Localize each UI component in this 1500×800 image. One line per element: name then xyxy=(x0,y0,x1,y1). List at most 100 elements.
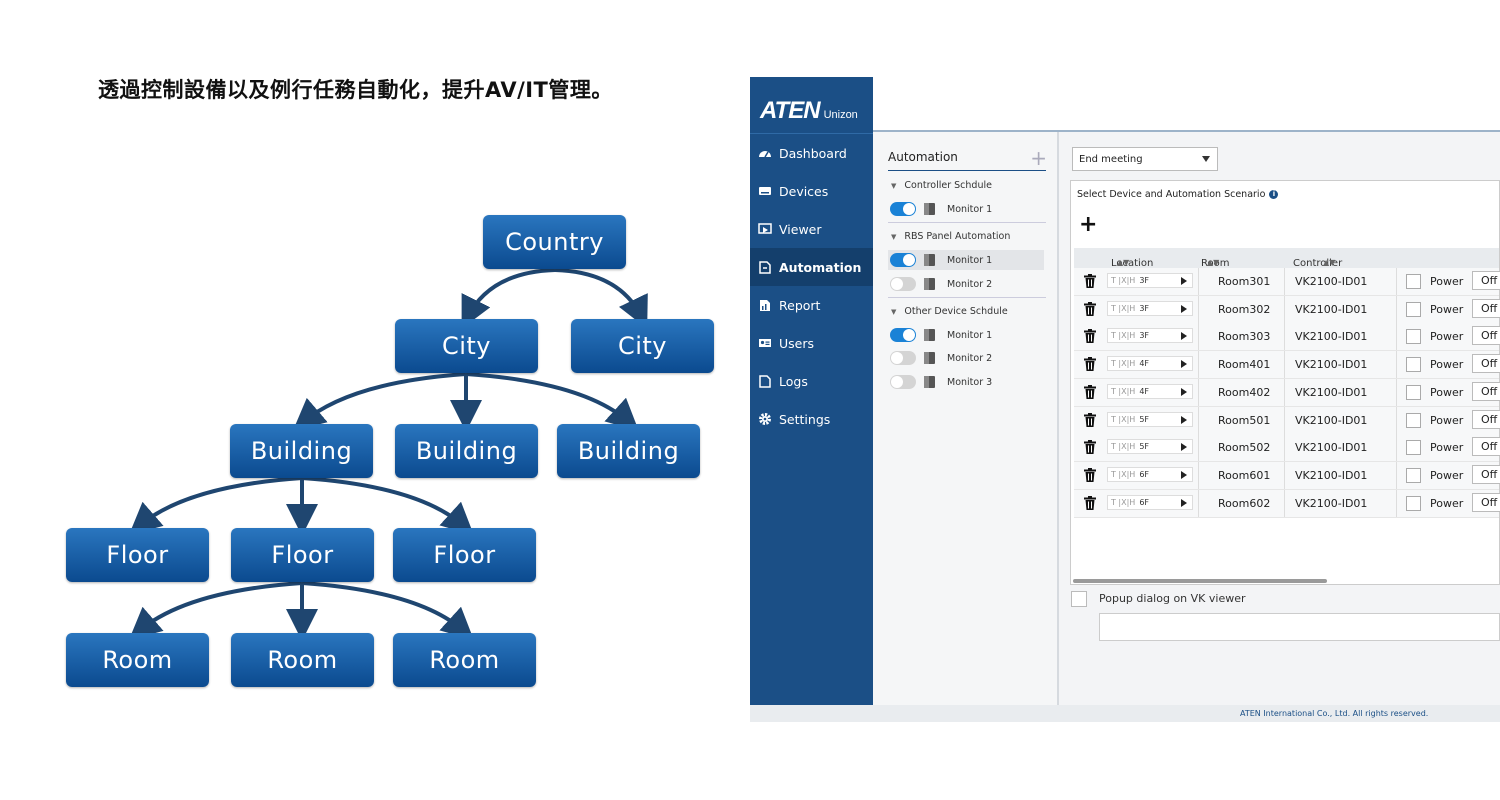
column-divider xyxy=(1284,461,1285,489)
column-divider xyxy=(1198,351,1199,379)
toggle-switch[interactable] xyxy=(890,351,916,365)
state-select[interactable]: Off xyxy=(1472,326,1500,346)
list-item[interactable]: Monitor 2 xyxy=(888,274,1044,294)
room-cell: Room302 xyxy=(1218,302,1271,316)
trash-icon[interactable] xyxy=(1084,384,1096,399)
trash-icon[interactable] xyxy=(1084,329,1096,344)
state-select[interactable]: Off xyxy=(1472,409,1500,429)
sidebar-item-report[interactable]: Report xyxy=(750,286,873,324)
toggle-switch[interactable] xyxy=(890,328,916,342)
popup-dialog-label: Popup dialog on VK viewer xyxy=(1099,592,1246,605)
scenario-select[interactable]: End meeting xyxy=(1072,147,1218,171)
state-select[interactable]: Off xyxy=(1472,271,1500,290)
viewer-icon xyxy=(758,222,772,236)
trash-icon[interactable] xyxy=(1084,440,1096,455)
state-select[interactable]: Off xyxy=(1472,298,1500,318)
state-select[interactable]: Off xyxy=(1472,464,1500,484)
sidebar-item-automation[interactable]: Automation xyxy=(750,248,873,286)
trash-icon[interactable] xyxy=(1084,412,1096,427)
location-prefix: T |X|H xyxy=(1111,386,1136,396)
column-divider xyxy=(1396,351,1397,379)
chevron-down-icon xyxy=(1202,156,1210,162)
play-icon xyxy=(1181,387,1187,396)
row-checkbox[interactable] xyxy=(1406,274,1421,289)
sidebar-item-label: Logs xyxy=(779,373,808,389)
horizontal-scrollbar[interactable] xyxy=(1073,579,1327,583)
sidebar-item-dashboard[interactable]: Dashboard xyxy=(750,134,873,172)
group-other-device-schedule[interactable]: ▼Other Device Schdule xyxy=(891,306,1008,317)
trash-icon[interactable] xyxy=(1084,357,1096,372)
play-icon xyxy=(1181,470,1187,479)
info-icon[interactable]: i xyxy=(1269,190,1279,199)
action-label: Power xyxy=(1430,330,1464,344)
group-rbs-panel-automation[interactable]: ▼RBS Panel Automation xyxy=(891,231,1010,242)
sidebar-item-viewer[interactable]: Viewer xyxy=(750,210,873,248)
list-item[interactable]: Monitor 3 xyxy=(888,372,1044,392)
group-controller-schedule[interactable]: ▼Controller Schdule xyxy=(891,180,992,191)
row-checkbox[interactable] xyxy=(1406,384,1421,400)
monitor-device-icon xyxy=(924,352,935,364)
list-item[interactable]: Monitor 1 xyxy=(888,199,1044,219)
sidebar-item-logs[interactable]: Logs xyxy=(750,362,873,400)
list-item[interactable]: Monitor 1 xyxy=(888,325,1044,345)
list-item[interactable]: Monitor 2 xyxy=(888,348,1044,368)
action-label: Power xyxy=(1430,275,1464,288)
state-select[interactable]: Off xyxy=(1472,381,1500,401)
row-checkbox[interactable] xyxy=(1406,440,1421,456)
state-select[interactable]: Off xyxy=(1472,354,1500,374)
trash-icon[interactable] xyxy=(1084,495,1096,510)
automation-icon xyxy=(758,260,772,274)
sidebar-item-settings[interactable]: Settings xyxy=(750,400,873,438)
row-checkbox[interactable] xyxy=(1406,301,1421,317)
action-label: Power xyxy=(1430,358,1464,372)
column-divider xyxy=(1284,489,1285,517)
monitor-device-icon xyxy=(924,376,935,388)
state-select[interactable]: Off xyxy=(1472,492,1500,512)
row-checkbox[interactable] xyxy=(1406,412,1421,428)
list-item[interactable]: Monitor 1 xyxy=(888,250,1044,270)
toggle-switch[interactable] xyxy=(890,202,916,216)
sidebar-item-devices[interactable]: Devices xyxy=(750,172,873,210)
monitor-device-icon xyxy=(924,329,935,341)
logs-icon xyxy=(758,374,772,388)
sidebar-item-users[interactable]: Users xyxy=(750,324,873,362)
toggle-switch[interactable] xyxy=(890,253,916,267)
toggle-switch[interactable] xyxy=(890,277,916,291)
trash-icon[interactable] xyxy=(1084,301,1096,316)
monitor-device-icon xyxy=(924,254,935,266)
sidebar-item-label: Settings xyxy=(779,411,831,427)
trash-icon[interactable] xyxy=(1084,274,1096,288)
row-checkbox[interactable] xyxy=(1406,329,1421,345)
column-divider xyxy=(1198,461,1199,489)
row-checkbox[interactable] xyxy=(1406,495,1421,511)
row-checkbox[interactable] xyxy=(1406,467,1421,483)
state-select[interactable]: Off xyxy=(1472,437,1500,457)
popup-message-input[interactable] xyxy=(1099,613,1500,641)
add-row-button[interactable]: + xyxy=(1079,212,1098,237)
toggle-switch[interactable] xyxy=(890,375,916,389)
row-checkbox[interactable] xyxy=(1406,357,1421,373)
trash-icon[interactable] xyxy=(1084,467,1096,482)
popup-dialog-checkbox[interactable] xyxy=(1071,591,1087,607)
room-cell: Room301 xyxy=(1218,275,1271,288)
add-automation-button[interactable]: + xyxy=(1030,146,1047,170)
column-divider xyxy=(1396,434,1397,462)
